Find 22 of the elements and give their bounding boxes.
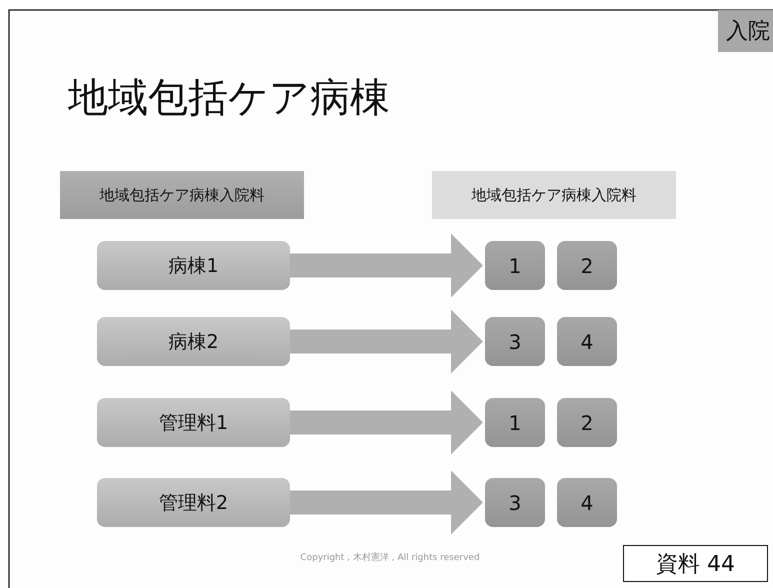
number-box: 3 <box>485 317 545 366</box>
header-box: 地域包括ケア病棟入院料 <box>60 171 304 219</box>
block-arrow <box>290 234 483 298</box>
number-box: 3 <box>485 478 545 527</box>
number-box: 2 <box>557 398 617 447</box>
block-arrow <box>290 310 483 374</box>
number-box: 4 <box>557 317 617 366</box>
number-box: 4 <box>557 478 617 527</box>
number-box: 1 <box>485 398 545 447</box>
document-number-box: 資料 44 <box>623 545 768 582</box>
number-box: 1 <box>485 241 545 290</box>
category-box: 管理料1 <box>97 398 290 447</box>
header-box: 地域包括ケア病棟入院料 <box>432 171 676 219</box>
category-box: 病棟2 <box>97 317 290 366</box>
block-arrow <box>290 470 483 534</box>
slide-title: 地域包括ケア病棟 <box>68 74 390 123</box>
category-box: 病棟1 <box>97 241 290 290</box>
category-box: 管理料2 <box>97 478 290 527</box>
block-arrow <box>290 390 483 454</box>
tab-label: 入院 <box>718 10 773 52</box>
copyright-note: Copyright , 木村憲洋 , All rights reserved <box>299 552 481 565</box>
number-box: 2 <box>557 241 617 290</box>
